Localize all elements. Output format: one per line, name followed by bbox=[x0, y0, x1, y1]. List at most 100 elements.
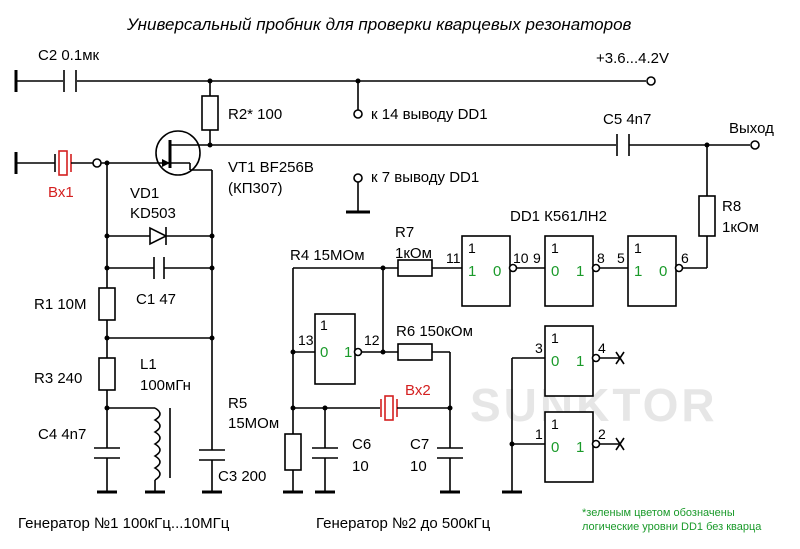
label-r3: R3 240 bbox=[34, 370, 82, 387]
page-title: Универсальный пробник для проверки кварц… bbox=[126, 15, 632, 34]
label-r4: R4 15MОм bbox=[290, 247, 365, 264]
label-c4: C4 4n7 bbox=[38, 426, 86, 443]
label-r5-b: 15MОм bbox=[228, 415, 279, 432]
logic-level-out: 1 bbox=[576, 263, 584, 280]
logic-level-in: 1 bbox=[468, 263, 476, 280]
logic-level-out: 1 bbox=[344, 344, 352, 361]
label-l1-b: 100мГн bbox=[140, 377, 191, 394]
gate-symbol: 1 bbox=[468, 240, 476, 256]
pin-2: 2 bbox=[598, 426, 606, 442]
label-r1: R1 10M bbox=[34, 296, 87, 313]
label-r7-a: R7 bbox=[395, 224, 414, 241]
pin-13: 13 bbox=[298, 332, 314, 348]
inverter-3-4 bbox=[544, 325, 601, 397]
capacitor-c3 bbox=[199, 449, 225, 461]
label-vd1-b: KD503 bbox=[130, 205, 176, 222]
label-supply: +3.6...4.2V bbox=[596, 50, 669, 67]
inverter-5-6 bbox=[627, 235, 684, 307]
note-line-1: *зеленым цветом обозначены bbox=[582, 507, 735, 519]
logic-level-out: 1 bbox=[576, 353, 584, 370]
caption-gen1: Генератор №1 100кГц...10МГц bbox=[18, 515, 230, 532]
label-c7-a: C7 bbox=[410, 436, 429, 453]
gate-symbol: 1 bbox=[320, 317, 328, 333]
gate-symbol: 1 bbox=[634, 240, 642, 256]
inductor-l1 bbox=[153, 407, 171, 481]
label-r7-b: 1кОм bbox=[395, 245, 432, 262]
pin-12: 12 bbox=[364, 332, 380, 348]
pin-4: 4 bbox=[598, 340, 606, 356]
gate-symbol: 1 bbox=[551, 416, 559, 432]
label-r6: R6 150кОм bbox=[396, 323, 473, 340]
pin-11: 11 bbox=[446, 250, 461, 266]
logic-level-in: 1 bbox=[634, 263, 642, 280]
crystal-input-1 bbox=[54, 150, 72, 176]
logic-level-in: 0 bbox=[320, 344, 328, 361]
inverter-9-8 bbox=[544, 235, 601, 307]
logic-level-out: 0 bbox=[659, 263, 667, 280]
caption-gen2: Генератор №2 до 500кГц bbox=[316, 515, 491, 532]
label-c7-b: 10 bbox=[410, 458, 427, 475]
label-input-2: Вх2 bbox=[405, 382, 431, 399]
inverter-13-12 bbox=[314, 313, 363, 385]
label-r2: R2* 100 bbox=[228, 106, 282, 123]
logic-level-in: 0 bbox=[551, 439, 559, 456]
label-r8-a: R8 bbox=[722, 198, 741, 215]
label-c6-a: C6 bbox=[352, 436, 371, 453]
capacitor-c4 bbox=[94, 447, 120, 459]
label-vd1-a: VD1 bbox=[130, 185, 159, 202]
label-pin14: к 14 выводу DD1 bbox=[371, 106, 488, 123]
pin-1: 1 bbox=[535, 426, 543, 442]
label-c3: C3 200 bbox=[218, 468, 266, 485]
diode-vd1 bbox=[149, 226, 168, 246]
label-c5: C5 4n7 bbox=[603, 111, 651, 128]
label-dd1: DD1 К561ЛН2 bbox=[510, 208, 607, 225]
inverter-11-10 bbox=[461, 235, 518, 307]
pin-6: 6 bbox=[681, 250, 689, 266]
gate-symbol: 1 bbox=[551, 330, 559, 346]
label-vt1-b: (КП307) bbox=[228, 180, 283, 197]
output-terminal bbox=[750, 140, 760, 150]
resistor-r3 bbox=[98, 357, 116, 391]
pin14-terminal bbox=[353, 109, 363, 119]
pin-9: 9 bbox=[533, 250, 541, 266]
supply-rail bbox=[14, 70, 656, 92]
pin-5: 5 bbox=[617, 250, 625, 266]
pin7-terminal bbox=[353, 173, 363, 183]
capacitor-c5 bbox=[616, 134, 630, 156]
resistor-r6 bbox=[397, 343, 433, 361]
label-r5-a: R5 bbox=[228, 395, 247, 412]
label-output: Выход bbox=[729, 120, 774, 137]
label-pin7: к 7 выводу DD1 bbox=[371, 169, 479, 186]
inverter-1-2 bbox=[544, 411, 601, 483]
logic-level-out: 0 bbox=[493, 263, 501, 280]
resistor-r2 bbox=[201, 95, 219, 131]
pin-8: 8 bbox=[597, 250, 605, 266]
label-c2: C2 0.1мк bbox=[38, 47, 100, 64]
resistor-r5 bbox=[284, 433, 302, 471]
crystal-input-2 bbox=[380, 395, 398, 421]
capacitor-c7 bbox=[437, 447, 463, 459]
logic-level-in: 0 bbox=[551, 353, 559, 370]
label-vt1-a: VT1 BF256B bbox=[228, 159, 314, 176]
label-l1-a: L1 bbox=[140, 356, 157, 373]
note-line-2: логические уровни DD1 без кварца bbox=[582, 521, 762, 533]
resistor-r7 bbox=[397, 259, 433, 277]
pin-3: 3 bbox=[535, 340, 543, 356]
label-input-1: Вх1 bbox=[48, 184, 74, 201]
watermark: SUNKTOR bbox=[470, 379, 718, 431]
capacitor-c2 bbox=[63, 70, 77, 92]
label-r8-b: 1кОм bbox=[722, 219, 759, 236]
capacitor-c6 bbox=[312, 447, 338, 459]
resistor-r8 bbox=[698, 195, 716, 237]
logic-level-out: 1 bbox=[576, 439, 584, 456]
label-c6-b: 10 bbox=[352, 458, 369, 475]
capacitor-c1 bbox=[153, 257, 165, 279]
pin-10: 10 bbox=[513, 250, 529, 266]
gate-symbol: 1 bbox=[551, 240, 559, 256]
transistor-vt1 bbox=[145, 130, 212, 176]
resistor-r1 bbox=[98, 287, 116, 321]
label-c1: C1 47 bbox=[136, 291, 176, 308]
logic-level-in: 0 bbox=[551, 263, 559, 280]
